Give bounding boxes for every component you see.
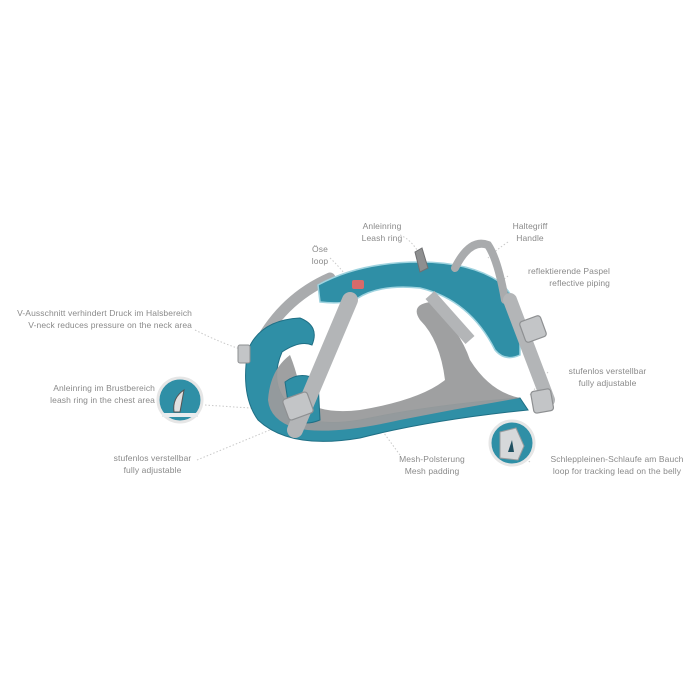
callout-ose-de: Öse bbox=[312, 244, 328, 254]
callout-reflective-de: reflektierende Paspel bbox=[528, 266, 610, 276]
callout-ose: Öse loop bbox=[300, 243, 340, 267]
callout-belly-loop-de: Schleppleinen-Schlaufe am Bauch bbox=[550, 454, 684, 464]
callout-handle-de: Haltegriff bbox=[512, 221, 548, 231]
callout-mesh-en: Mesh padding bbox=[404, 466, 460, 476]
callout-leash-ring-en: Leash ring bbox=[361, 233, 403, 243]
callout-mesh-padding: Mesh-Polsterung Mesh padding bbox=[392, 453, 472, 477]
callout-v-neck: V-Ausschnitt verhindert Druck im Halsber… bbox=[0, 307, 192, 331]
callout-adjustable-left-en: fully adjustable bbox=[123, 465, 182, 475]
callout-adjustable-right: stufenlos verstellbar fully adjustable bbox=[560, 365, 655, 389]
callout-reflective-en: reflective piping bbox=[549, 278, 610, 288]
callout-adjustable-right-de: stufenlos verstellbar bbox=[568, 366, 647, 376]
callout-belly-loop-en: loop for tracking lead on the belly bbox=[552, 466, 682, 476]
callout-mesh-de: Mesh-Polsterung bbox=[399, 454, 465, 464]
callout-ose-en: loop bbox=[311, 256, 329, 266]
callout-adjustable-right-en: fully adjustable bbox=[578, 378, 637, 388]
callout-chest-ring: Anleinring im Brustbereich leash ring in… bbox=[30, 382, 155, 406]
callout-chest-ring-de: Anleinring im Brustbereich bbox=[53, 383, 155, 393]
callout-handle-en: Handle bbox=[516, 233, 544, 243]
callout-adjustable-left-de: stufenlos verstellbar bbox=[113, 453, 192, 463]
callout-handle: Haltegriff Handle bbox=[500, 220, 560, 244]
callout-chest-ring-en: leash ring in the chest area bbox=[50, 395, 155, 405]
callout-leash-ring-de: Anleinring bbox=[362, 221, 402, 231]
callout-leash-ring: Anleinring Leash ring bbox=[352, 220, 412, 244]
callout-v-neck-en: V-neck reduces pressure on the neck area bbox=[28, 320, 192, 330]
callout-v-neck-de: V-Ausschnitt verhindert Druck im Halsber… bbox=[17, 308, 192, 318]
callout-belly-loop: Schleppleinen-Schlaufe am Bauch loop for… bbox=[537, 453, 697, 477]
callout-adjustable-left: stufenlos verstellbar fully adjustable bbox=[105, 452, 200, 476]
callout-reflective-piping: reflektierende Paspel reflective piping bbox=[500, 265, 610, 289]
